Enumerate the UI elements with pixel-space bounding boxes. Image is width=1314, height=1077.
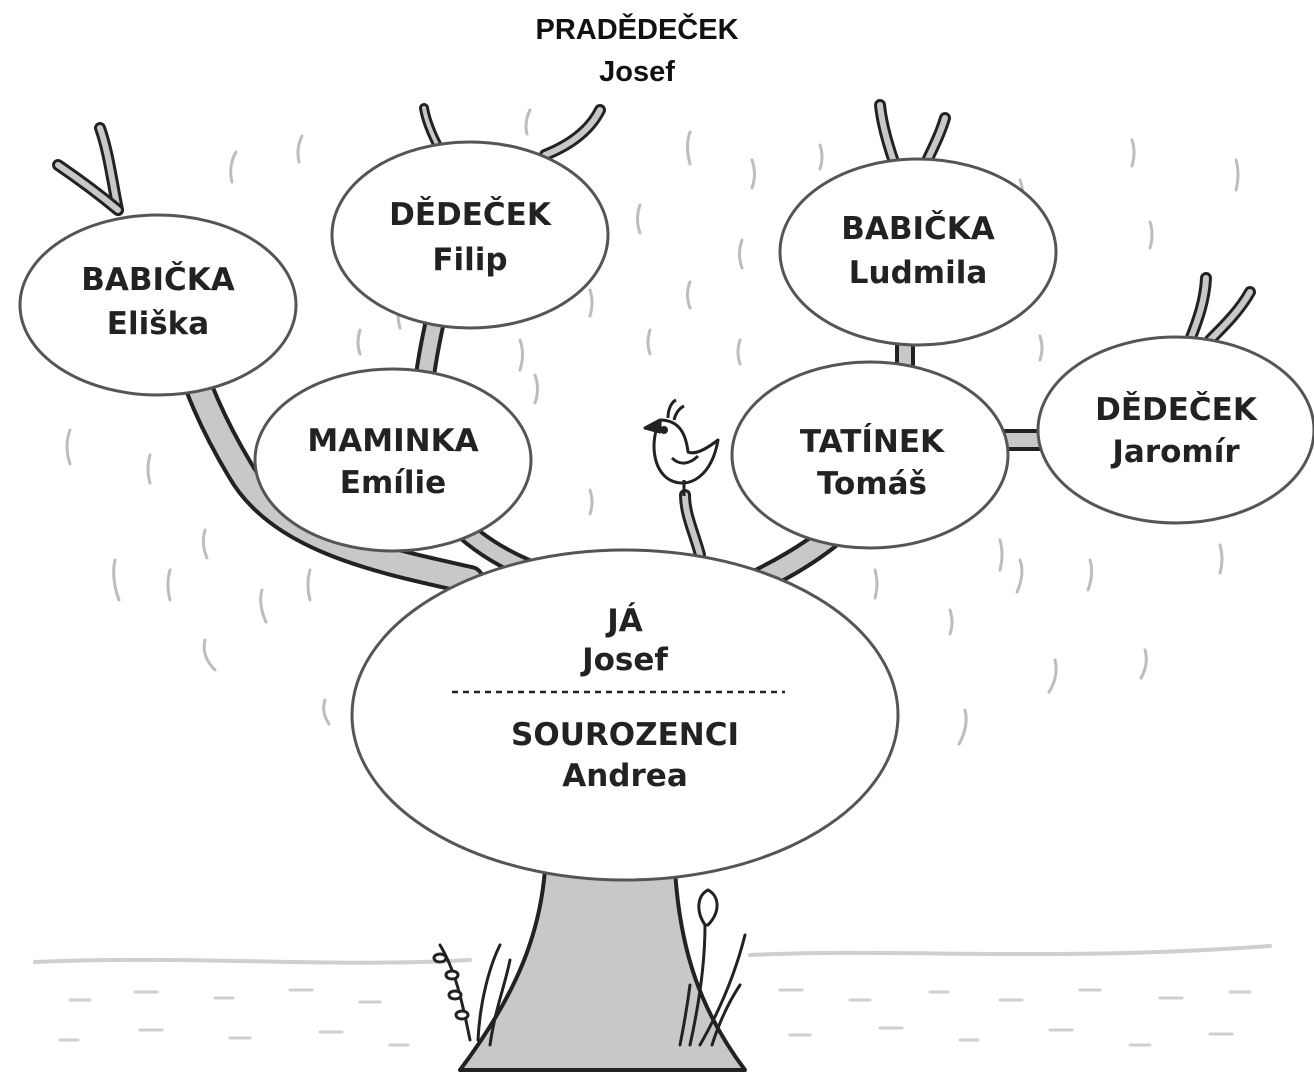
- dedecek-right-name: Jaromír: [1110, 434, 1240, 470]
- grass-plants: [432, 888, 747, 1047]
- babicka-left-name: Eliška: [107, 306, 209, 342]
- bird-icon: [643, 398, 720, 496]
- me-role: JÁ: [605, 603, 643, 639]
- babicka-left-role: BABIČKA: [81, 261, 235, 298]
- babicka-right-role: BABIČKA: [841, 210, 995, 247]
- me-name: Josef: [580, 642, 668, 678]
- great-grandfather-title: PRADĚDEČEK: [535, 14, 739, 46]
- tatinek-name: Tomáš: [817, 466, 927, 502]
- dedecek-left-name: Filip: [432, 242, 507, 278]
- maminka-role: MAMINKA: [307, 423, 478, 459]
- siblings-name: Andrea: [562, 758, 687, 794]
- dedecek-right-role: DĚDEČEK: [1095, 391, 1258, 428]
- bubble-me-and-siblings: JÁ Josef SOUROZENCI Andrea: [350, 548, 900, 882]
- bubble-tatinek: TATÍNEK Tomáš: [730, 360, 1010, 550]
- siblings-role: SOUROZENCI: [511, 717, 739, 753]
- bubble-babicka-right: BABIČKA Ludmila: [778, 157, 1058, 347]
- babicka-right-name: Ludmila: [849, 255, 988, 291]
- ground: [33, 944, 1272, 1047]
- bubble-dedecek-right: DĚDEČEK Jaromír: [1036, 335, 1314, 525]
- bubble-maminka: MAMINKA Emílie: [253, 367, 533, 553]
- maminka-name: Emílie: [340, 465, 446, 501]
- bubble-dedecek-left: DĚDEČEK Filip: [330, 140, 610, 330]
- tree-trunk: [458, 868, 747, 1072]
- tatinek-role: TATÍNEK: [800, 424, 945, 460]
- dedecek-left-role: DĚDEČEK: [389, 196, 552, 233]
- great-grandfather-name: Josef: [599, 56, 675, 88]
- bubble-babicka-left: BABIČKA Eliška: [18, 213, 298, 397]
